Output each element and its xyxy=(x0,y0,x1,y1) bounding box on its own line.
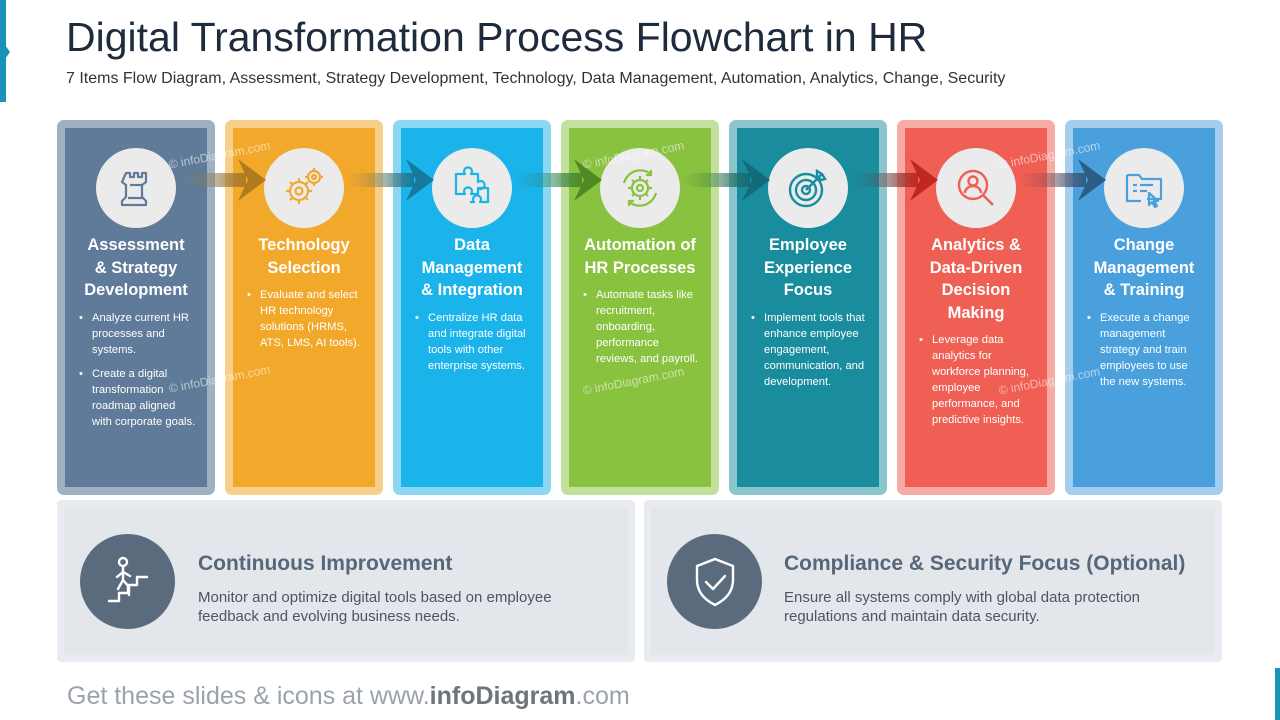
panel-text: Ensure all systems comply with global da… xyxy=(784,589,1141,625)
flow-arrow-6 xyxy=(1018,159,1106,201)
automation-gear-icon xyxy=(600,148,680,228)
flow-arrow-1 xyxy=(178,159,266,201)
panel-title: Compliance & Security Focus (Optional) xyxy=(784,552,1186,575)
step-bullets: Automate tasks likerecruitment,onboardin… xyxy=(583,287,705,375)
bullet-item: Automate tasks likerecruitment,onboardin… xyxy=(583,287,705,367)
puzzle-icon xyxy=(432,148,512,228)
panel-continuous-improvement: Continuous Improvement Monitor and optim… xyxy=(57,500,635,662)
stairs-climb-icon xyxy=(80,534,175,629)
page-subtitle: 7 Items Flow Diagram, Assessment, Strate… xyxy=(66,70,1006,87)
page-title: Digital Transformation Process Flowchart… xyxy=(66,14,928,60)
corner-accent-bar xyxy=(1275,668,1280,720)
person-search-icon xyxy=(936,148,1016,228)
folder-click-icon xyxy=(1104,148,1184,228)
footer-promo[interactable]: Get these slides & icons at www.infoDiag… xyxy=(67,682,630,710)
target-icon xyxy=(768,148,848,228)
shield-check-icon xyxy=(667,534,762,629)
gears-icon xyxy=(264,148,344,228)
flow-arrow-2 xyxy=(346,159,434,201)
flow-arrow-5 xyxy=(850,159,938,201)
side-accent-arrow xyxy=(0,38,10,66)
chess-rook-icon xyxy=(96,148,176,228)
flow-arrow-4 xyxy=(682,159,770,201)
panel-compliance-security: Compliance & Security Focus (Optional) E… xyxy=(644,500,1222,662)
flow-arrow-3 xyxy=(514,159,602,201)
panel-title: Continuous Improvement xyxy=(198,552,453,575)
panel-text: Monitor and optimize digital tools based… xyxy=(198,589,552,625)
